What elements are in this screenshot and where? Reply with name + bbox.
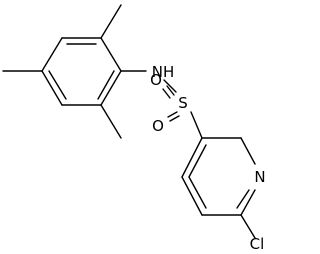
atom-label-oxygen-bottom: O — [152, 117, 164, 135]
bond-p4-p5-inner — [188, 176, 207, 209]
bond-c3-c4 — [41, 70, 63, 106]
atom-label-nh: NH — [152, 63, 175, 81]
atom-labels: NH S O O N Cl — [150, 63, 266, 253]
sulfonamide-bonds — [120, 70, 203, 139]
bond-s-o-top-1 — [162, 88, 171, 99]
atom-label-ring-nitrogen: N — [254, 168, 265, 186]
bond-p5-p1 — [181, 137, 203, 178]
bond-s-o-bottom-1 — [167, 111, 178, 118]
bond-c5-c6-inner — [97, 70, 115, 100]
bond-c2-c3 — [41, 37, 63, 72]
atom-label-chlorine: Cl — [250, 235, 265, 253]
atom-label-sulfur: S — [178, 94, 188, 112]
pyridine-ring-bonds — [181, 137, 256, 239]
bond-p4-p5 — [181, 176, 203, 216]
methyl-bonds — [2, 4, 122, 139]
mesityl-ring-bonds — [41, 37, 122, 106]
bond-methyl-bottom — [100, 104, 122, 139]
atom-label-oxygen-top: O — [150, 71, 162, 89]
bond-n-p3 — [240, 189, 256, 216]
bond-s-pyridine — [190, 111, 203, 139]
bond-s-o-top-2 — [166, 85, 175, 96]
bond-c6-c1 — [100, 37, 122, 72]
bond-n-p3-inner — [236, 189, 250, 209]
bond-p5-p1-inner — [188, 144, 207, 178]
bond-nh-s — [163, 79, 177, 93]
chemical-structure-diagram: NH S O O N Cl — [2, 4, 266, 253]
bond-c5-c6 — [100, 70, 122, 106]
bond-p3-cl — [240, 214, 256, 239]
bond-p2-n — [240, 137, 256, 165]
bond-c3-c4-inner — [48, 70, 67, 100]
bond-methyl-top — [100, 4, 122, 39]
bond-s-o-bottom-2 — [169, 115, 180, 122]
